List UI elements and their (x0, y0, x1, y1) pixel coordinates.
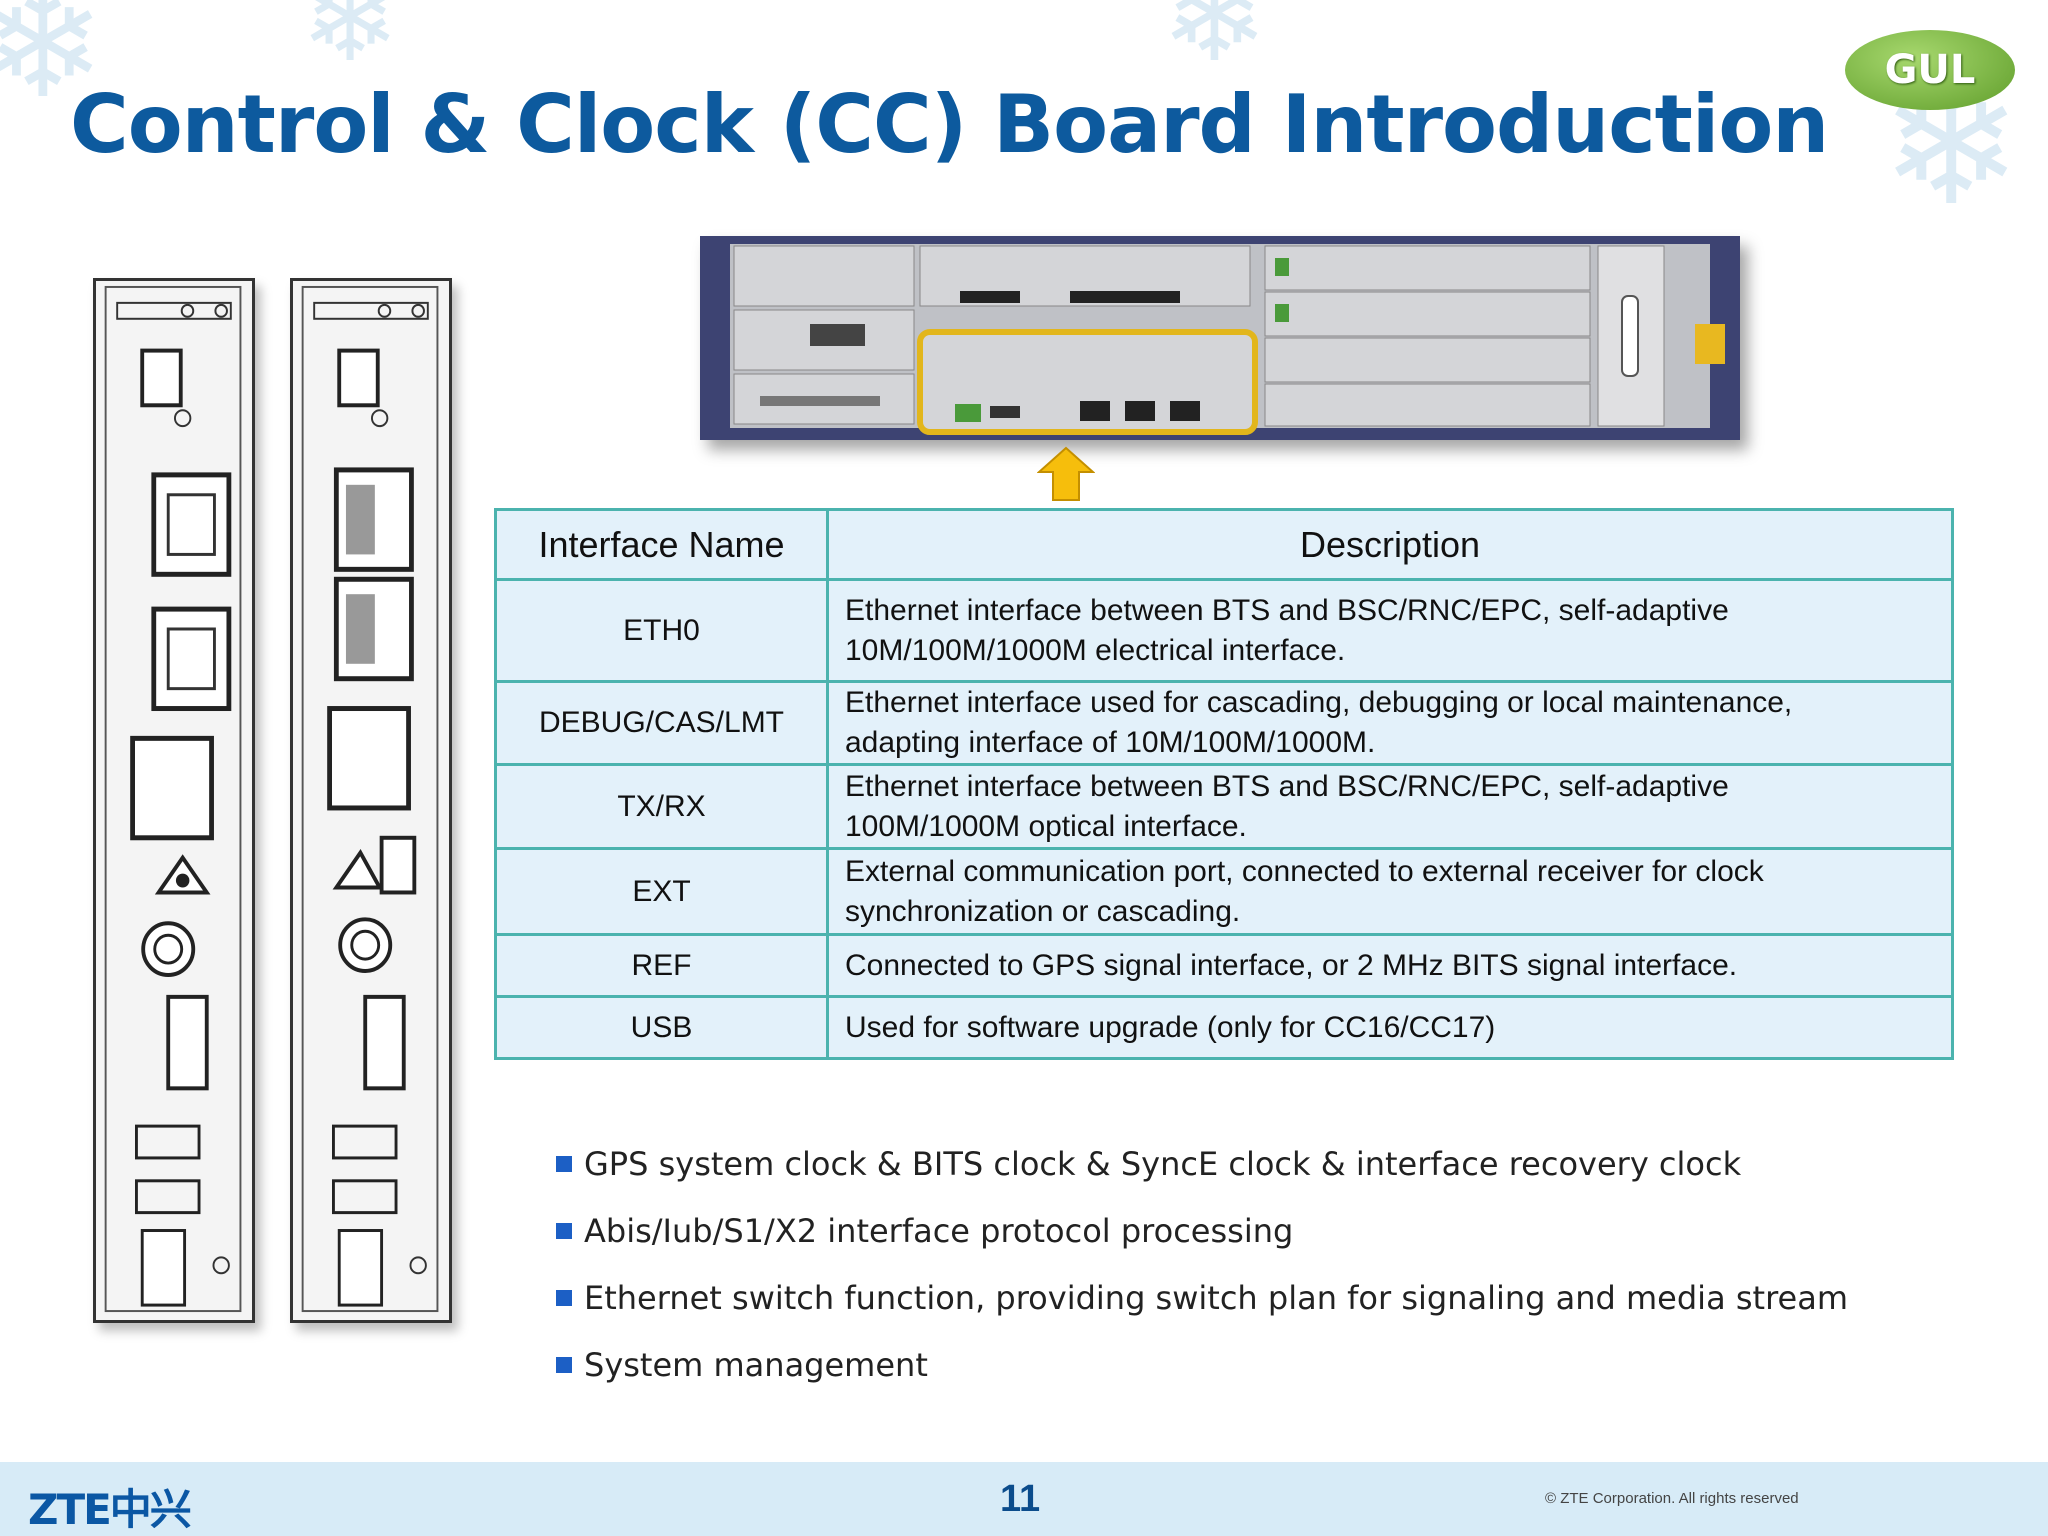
list-item: System management (556, 1331, 1848, 1398)
table-row: DEBUG/CAS/LMT Ethernet interface used fo… (494, 680, 1954, 766)
table-row: EXT External communication port, connect… (494, 847, 1954, 936)
description-line: External communication port, connected t… (845, 854, 1764, 888)
bbu-chassis-illustration (700, 236, 1740, 440)
table-row: REF Connected to GPS signal interface, o… (494, 933, 1954, 998)
cc-board-front-panel (290, 278, 452, 1323)
table-row: TX/RX Ethernet interface between BTS and… (494, 763, 1954, 850)
description-line: 100M/1000M optical interface. (845, 809, 1247, 843)
table-row: USB Used for software upgrade (only for … (494, 995, 1954, 1060)
description-line: Connected to GPS signal interface, or 2 … (845, 948, 1738, 982)
cc-board-front-panel (93, 278, 255, 1323)
list-item: Ethernet switch function, providing swit… (556, 1264, 1848, 1331)
slide-footer: ZTE中兴 11 © ZTE Corporation. All rights r… (0, 1462, 2048, 1536)
description-line: Ethernet interface used for cascading, d… (845, 686, 1793, 719)
column-header-description: Description (826, 508, 1954, 581)
bullet-square-icon (556, 1155, 572, 1172)
description-cell: External communication port, connected t… (826, 847, 1954, 936)
bullet-text: System management (584, 1345, 928, 1384)
snowflake-icon: ❄ (300, 0, 401, 89)
description-line: Used for software upgrade (only for CC16… (845, 1010, 1496, 1044)
list-item: Abis/Iub/S1/X2 interface protocol proces… (556, 1197, 1848, 1264)
feature-bullet-list: GPS system clock & BITS clock & SyncE cl… (556, 1130, 1848, 1398)
snowflake-icon: ❄ (0, 0, 106, 132)
description-line: synchronization or cascading. (845, 894, 1241, 928)
column-header-interface-name: Interface Name (494, 508, 829, 581)
description-line: Ethernet interface between BTS and BSC/R… (845, 593, 1729, 627)
snowflake-icon: ❄ (1160, 0, 1269, 91)
interface-table: Interface Name Description ETH0 Ethernet… (494, 508, 1954, 1060)
interface-name-cell: USB (494, 995, 829, 1060)
interface-name-cell: ETH0 (494, 578, 829, 683)
table-header-row: Interface Name Description (494, 508, 1954, 581)
gul-badge: GUL (1845, 30, 2015, 110)
description-cell: Ethernet interface between BTS and BSC/R… (826, 578, 1954, 683)
copyright-text: © ZTE Corporation. All rights reserved (1545, 1490, 1799, 1507)
description-line: adapting interface of 10M/100M/1000M. (845, 726, 1376, 759)
bullet-text: Abis/Iub/S1/X2 interface protocol proces… (584, 1211, 1294, 1250)
table-row: ETH0 Ethernet interface between BTS and … (494, 578, 1954, 683)
bullet-text: Ethernet switch function, providing swit… (584, 1278, 1848, 1317)
description-line: 10M/100M/1000M electrical interface. (845, 633, 1346, 667)
bullet-square-icon (556, 1356, 572, 1373)
up-arrow-icon (1037, 446, 1095, 501)
description-cell: Ethernet interface between BTS and BSC/R… (826, 763, 1954, 850)
description-line: Ethernet interface between BTS and BSC/R… (845, 769, 1729, 803)
interface-name-cell: TX/RX (494, 763, 829, 850)
interface-name-cell: DEBUG/CAS/LMT (494, 680, 829, 766)
slide-title: Control & Clock (CC) Board Introduction (70, 78, 1829, 171)
bullet-text: GPS system clock & BITS clock & SyncE cl… (584, 1144, 1742, 1183)
bullet-square-icon (556, 1289, 572, 1306)
description-cell: Used for software upgrade (only for CC16… (826, 995, 1954, 1060)
list-item: GPS system clock & BITS clock & SyncE cl… (556, 1130, 1848, 1197)
description-cell: Connected to GPS signal interface, or 2 … (826, 933, 1954, 998)
zte-logo: ZTE中兴 (28, 1485, 192, 1534)
page-number: 11 (1000, 1478, 1041, 1520)
description-cell: Ethernet interface used for cascading, d… (826, 680, 1954, 766)
bullet-square-icon (556, 1222, 572, 1239)
interface-name-cell: EXT (494, 847, 829, 936)
interface-name-cell: REF (494, 933, 829, 998)
